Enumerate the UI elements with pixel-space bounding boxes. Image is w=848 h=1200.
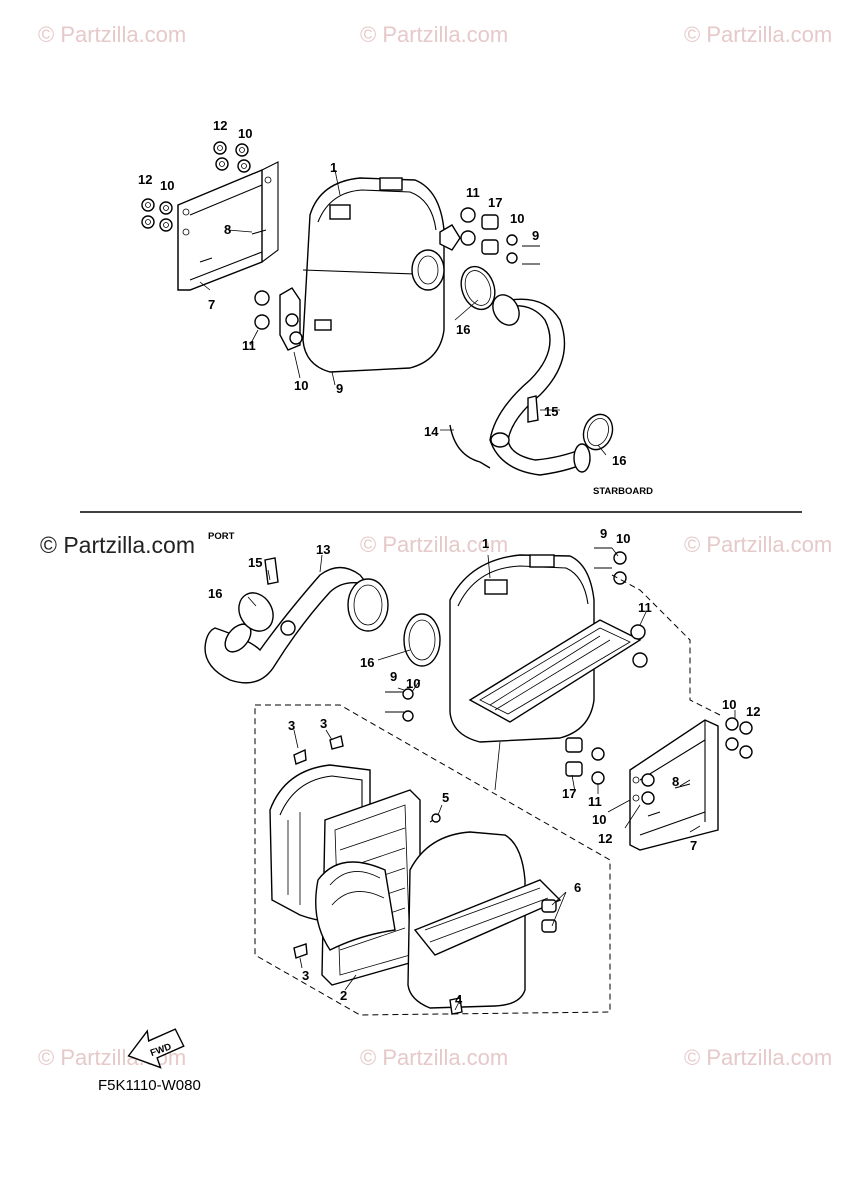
callout-13: 13: [316, 542, 330, 557]
grommets-top-right: [439, 207, 540, 265]
callout-12: 12: [746, 704, 760, 719]
callout-3: 3: [302, 968, 309, 983]
callout-6: 6: [574, 880, 581, 895]
callout-8: 8: [672, 774, 679, 789]
fwd-arrow-icon: FWD: [127, 1028, 185, 1069]
callout-16: 16: [360, 655, 374, 670]
callout-9: 9: [600, 526, 607, 541]
starboard-assembly: 1 12 10 12 10 8 7 11 10 9 11 17 10 9 16 …: [138, 118, 653, 497]
watermark: © Partzilla.com: [360, 532, 509, 557]
airbox-top: [302, 177, 445, 373]
callout-16: 16: [612, 453, 626, 468]
callout-7: 7: [208, 297, 215, 312]
bracket-top: [177, 161, 279, 291]
callout-12: 12: [213, 118, 227, 133]
watermark: © Partzilla.com: [38, 22, 187, 47]
callout-10: 10: [592, 812, 606, 827]
callout-3: 3: [320, 716, 327, 731]
callout-11: 11: [466, 185, 480, 200]
watermark: © Partzilla.com: [684, 532, 833, 557]
callout-3: 3: [288, 718, 295, 733]
callout-15: 15: [544, 404, 558, 419]
callout-11: 11: [588, 794, 602, 809]
callout-10: 10: [722, 697, 736, 712]
callout-17: 17: [562, 786, 576, 801]
callout-9: 9: [336, 381, 343, 396]
callout-10: 10: [238, 126, 252, 141]
watermark: © Partzilla.com: [684, 1045, 833, 1070]
airbox-bottom: [449, 554, 642, 743]
callout-10: 10: [406, 676, 420, 691]
callout-12: 12: [138, 172, 152, 187]
duct-hose-top: [449, 294, 591, 476]
callout-10: 10: [160, 178, 174, 193]
callout-5: 5: [442, 790, 449, 805]
callout-10: 10: [616, 531, 630, 546]
callout-14: 14: [424, 424, 439, 439]
callout-10: 10: [294, 378, 308, 393]
bracket-bottom: [629, 719, 719, 851]
callout-1: 1: [482, 536, 489, 551]
callout-4: 4: [455, 992, 463, 1007]
callout-2: 2: [340, 988, 347, 1003]
callout-11: 11: [242, 338, 256, 353]
callout-16: 16: [456, 322, 470, 337]
callout-16: 16: [208, 586, 222, 601]
watermark-strong: © Partzilla.com: [40, 532, 195, 558]
diagram-code: F5K1110-W080: [98, 1077, 201, 1094]
watermark: © Partzilla.com: [684, 22, 833, 47]
watermark: © Partzilla.com: [360, 1045, 509, 1070]
callout-9: 9: [390, 669, 397, 684]
nuts-top-left: [141, 141, 251, 232]
port-assembly: PORT: [127, 526, 760, 1069]
exploded-view-outline: [254, 704, 611, 1016]
watermark: © Partzilla.com: [360, 22, 509, 47]
callout-17: 17: [488, 195, 502, 210]
callout-15: 15: [248, 555, 262, 570]
exploded-parts: [269, 735, 562, 1015]
starboard-caption: STARBOARD: [593, 486, 653, 497]
callout-8: 8: [224, 222, 231, 237]
callout-9: 9: [532, 228, 539, 243]
port-caption: PORT: [208, 531, 235, 542]
callout-11: 11: [638, 600, 652, 615]
callout-7: 7: [690, 838, 697, 853]
callout-10: 10: [510, 211, 524, 226]
callout-1: 1: [330, 160, 337, 175]
callout-12: 12: [598, 831, 612, 846]
